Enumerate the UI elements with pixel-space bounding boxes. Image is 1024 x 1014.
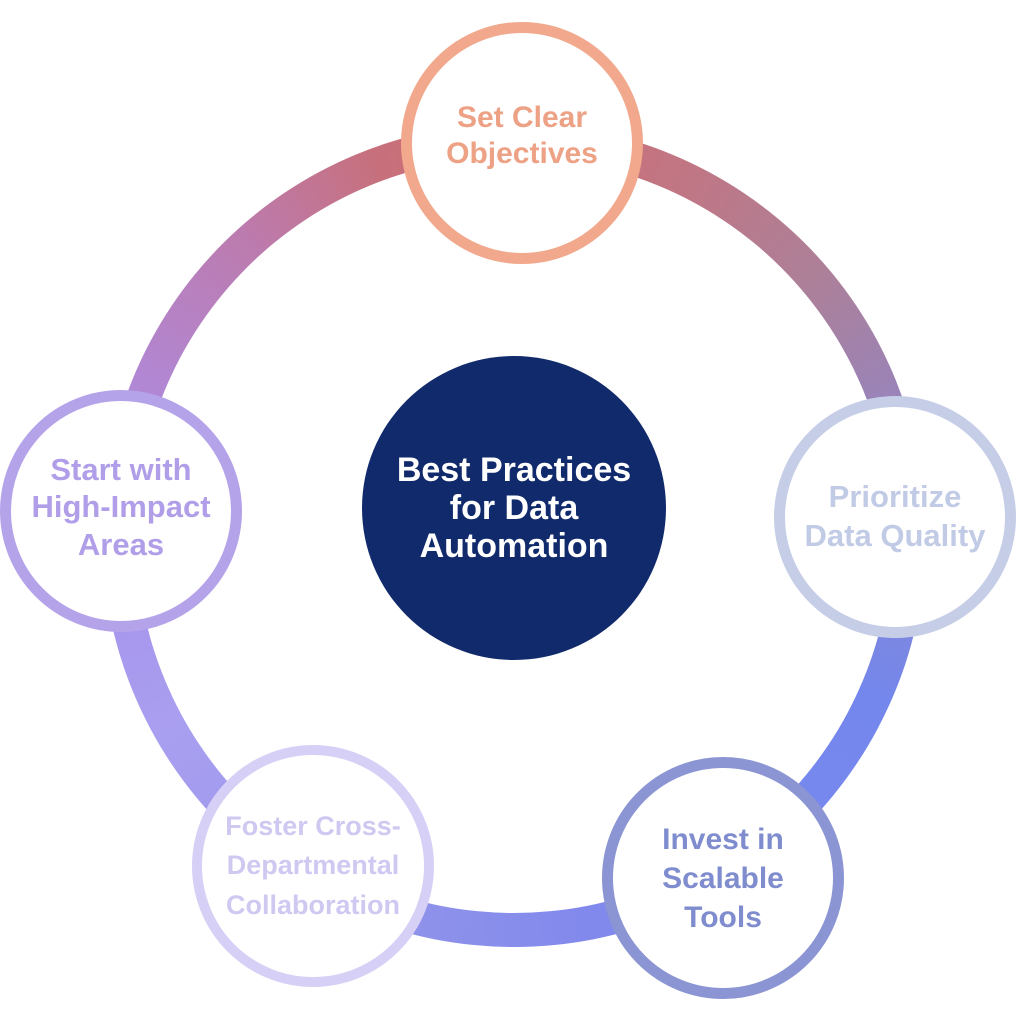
node-foster-cross-departmental-collaboration: Foster Cross- Departmental Collaboration	[192, 745, 434, 987]
node-invest-in-scalable-tools: Invest in Scalable Tools	[602, 757, 844, 999]
center-circle: Best Practices for Data Automation	[362, 356, 666, 660]
node-start-with-high-impact-areas-label: Start with High-Impact Areas	[31, 452, 211, 562]
node-set-clear-objectives: Set Clear Objectives	[401, 22, 643, 264]
node-invest-in-scalable-tools-label: Invest in Scalable Tools	[662, 822, 784, 934]
node-prioritize-data-quality-label: Prioritize Data Quality	[804, 479, 986, 553]
node-start-with-high-impact-areas: Start with High-Impact Areas	[0, 390, 242, 632]
node-prioritize-data-quality: Prioritize Data Quality	[774, 396, 1016, 638]
center-circle-label: Best Practices for Data Automation	[396, 450, 632, 566]
node-set-clear-objectives-label: Set Clear Objectives	[446, 101, 598, 170]
node-foster-cross-departmental-collaboration-label: Foster Cross- Departmental Collaboration	[225, 811, 401, 920]
